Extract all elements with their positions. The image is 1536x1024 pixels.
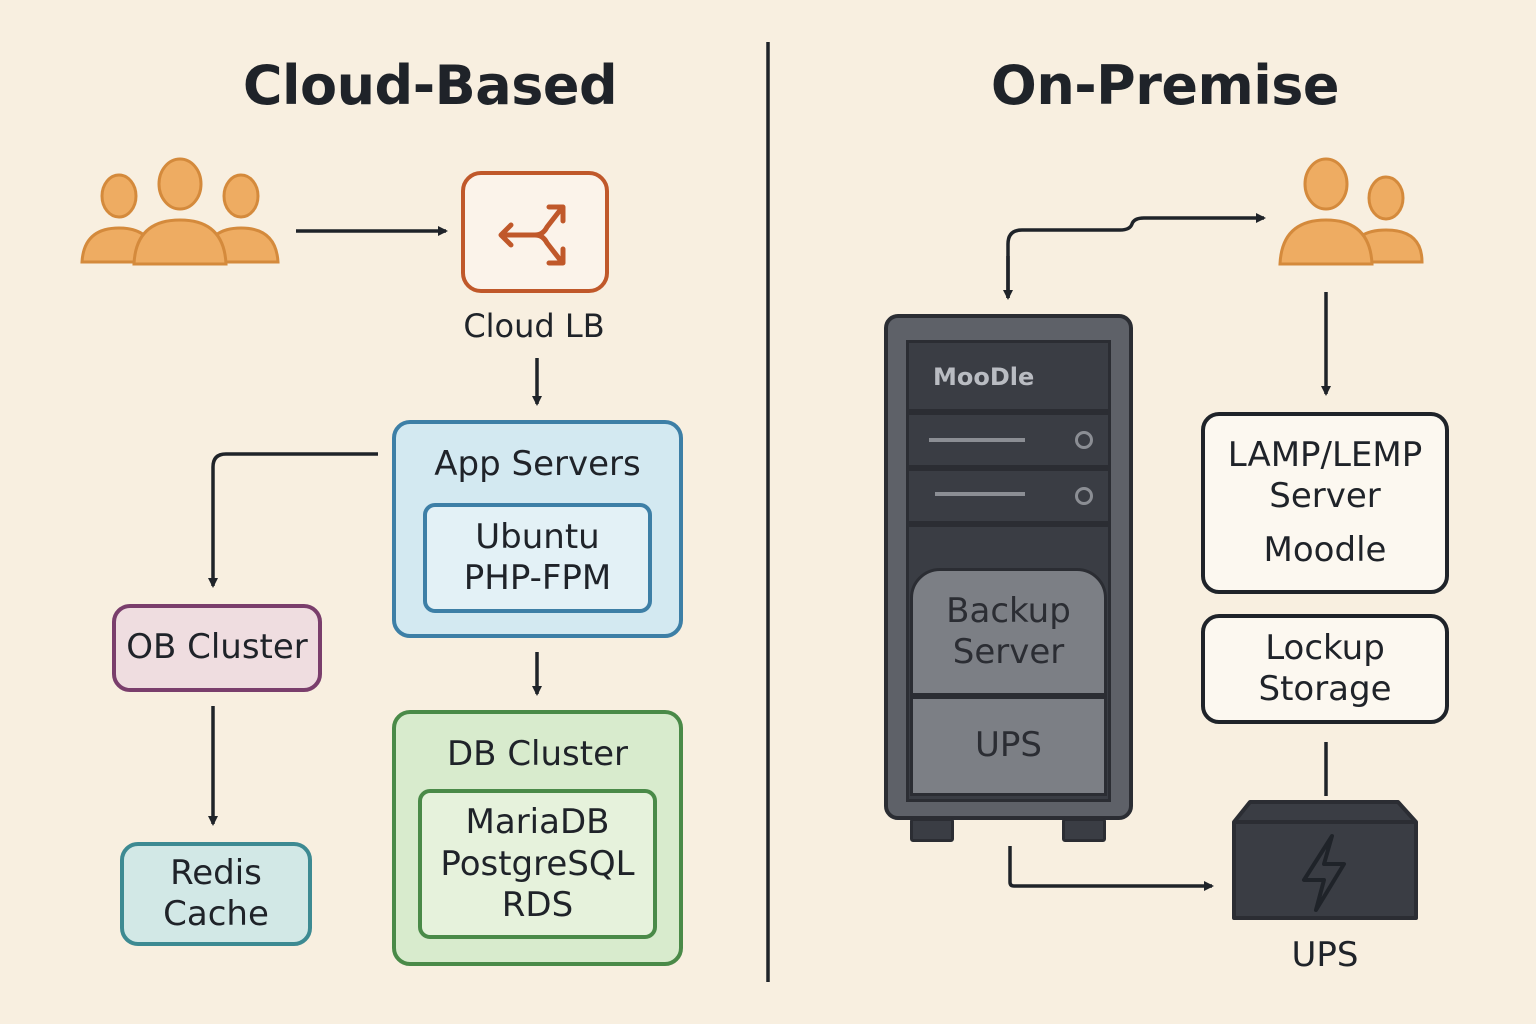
tower-ups-panel[interactable]: UPS — [910, 696, 1107, 796]
app-stack-box: Ubuntu PHP-FPM — [423, 503, 652, 614]
onprem-title: On-Premise — [990, 54, 1340, 117]
db-engine-3: RDS — [501, 885, 574, 926]
db-cluster-title: DB Cluster — [447, 734, 628, 774]
ups-device-icon[interactable] — [1228, 798, 1422, 924]
tower-foot-left — [910, 818, 954, 842]
lamp-line3: Moodle — [1263, 529, 1387, 570]
ups-device-label: UPS — [1291, 935, 1359, 975]
server-brand-panel: MooDle — [906, 340, 1111, 412]
db-engine-1: MariaDB — [465, 802, 610, 843]
db-cluster-box[interactable]: DB Cluster MariaDB PostgreSQL RDS — [392, 710, 683, 966]
backup-line2: Server — [952, 632, 1065, 672]
lamp-line2: Server — [1269, 476, 1381, 517]
lightning-bolt-icon — [1302, 834, 1346, 912]
backup-line1: Backup — [946, 590, 1071, 631]
onprem-users-icon — [1278, 157, 1424, 266]
arrow-to-onprem-users — [1006, 213, 1266, 298]
app-servers-title: App Servers — [434, 444, 641, 484]
server-brand-text: MooDle — [933, 363, 1035, 391]
arrow-server-to-ups — [1008, 846, 1214, 891]
backup-server-panel[interactable]: Backup Server — [910, 568, 1107, 696]
storage-line1: Lockup — [1265, 627, 1385, 668]
lamp-server-box[interactable]: LAMP/LEMP Server Moodle — [1201, 412, 1449, 594]
redis-cache-box[interactable]: Redis Cache — [120, 842, 312, 946]
cloud-title: Cloud-Based — [242, 54, 618, 117]
storage-line2: Storage — [1258, 669, 1392, 709]
drive-bay-2 — [906, 468, 1111, 524]
load-balancer-icon — [498, 204, 566, 266]
tower-foot-right — [1062, 818, 1106, 842]
tower-ups-label: UPS — [975, 725, 1042, 766]
load-balancer-label: Cloud LB — [463, 307, 605, 345]
server-tower[interactable]: MooDle Backup Server UPS — [884, 314, 1133, 820]
arrow-app-to-ob — [208, 452, 378, 588]
ob-cluster-label: OB Cluster — [126, 627, 308, 668]
drive-bay-1 — [906, 412, 1111, 468]
app-servers-box[interactable]: App Servers Ubuntu PHP-FPM — [392, 420, 683, 638]
users-group-icon — [80, 157, 280, 266]
redis-line1: Redis — [170, 852, 262, 893]
ob-cluster-box[interactable]: OB Cluster — [112, 604, 322, 692]
app-stack-line1: Ubuntu — [475, 517, 600, 557]
lamp-line1: LAMP/LEMP — [1227, 434, 1423, 475]
app-stack-line2: PHP-FPM — [463, 558, 612, 599]
load-balancer-box[interactable] — [461, 171, 609, 293]
db-engines-box: MariaDB PostgreSQL RDS — [418, 789, 657, 940]
storage-box[interactable]: Lockup Storage — [1201, 614, 1449, 724]
db-engine-2: PostgreSQL — [440, 843, 635, 884]
redis-line2: Cache — [163, 894, 269, 934]
